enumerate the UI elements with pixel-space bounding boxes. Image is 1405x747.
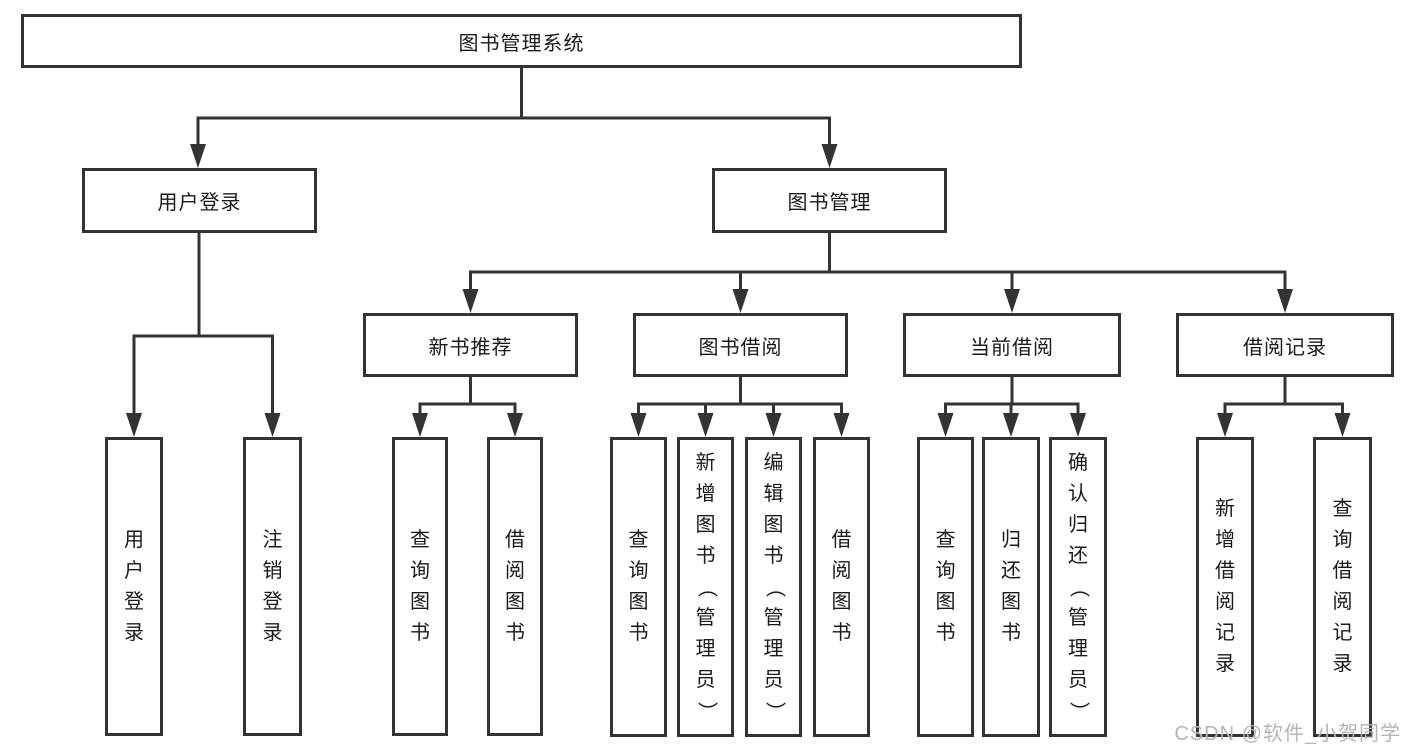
arrow-icon	[1004, 289, 1020, 313]
node-borrow-records: 借阅记录	[1176, 313, 1394, 377]
node-book-borrow: 图书借阅	[633, 313, 848, 377]
arrow-icon	[1003, 413, 1019, 437]
node-leaf-borrow-book: 借阅图书	[813, 437, 870, 737]
csdn-watermark: CSDN @软件_小贺同学	[1174, 723, 1401, 745]
arrow-icon	[462, 289, 479, 313]
node-current-borrow: 当前借阅	[903, 313, 1121, 377]
arrow-icon	[697, 413, 714, 437]
arrow-icon	[190, 144, 206, 168]
node-leaf-add-borrow-record: 新增借阅记录	[1196, 437, 1254, 737]
node-leaf-query-books-recommend: 查询图书	[392, 437, 448, 736]
node-new-book-recommend: 新书推荐	[363, 313, 578, 377]
arrow-icon	[264, 413, 281, 437]
arrow-icon	[937, 413, 954, 437]
arrow-icon	[765, 413, 782, 437]
arrow-icon	[1334, 413, 1351, 437]
node-leaf-add-book-admin: 新增图书（管理员）	[677, 437, 734, 737]
node-leaf-query-books-borrow: 查询图书	[610, 437, 667, 737]
node-leaf-edit-book-admin: 编辑图书（管理员）	[745, 437, 802, 737]
node-user-login: 用户登录	[82, 168, 317, 233]
arrow-icon	[833, 413, 850, 437]
node-root-library-management-system: 图书管理系统	[21, 14, 1022, 68]
arrow-icon	[1217, 413, 1233, 437]
arrow-icon	[1277, 289, 1293, 313]
arrow-icon	[507, 413, 523, 437]
node-leaf-user-login: 用户登录	[105, 437, 163, 736]
node-leaf-borrow-books-recommend: 借阅图书	[487, 437, 543, 736]
arrow-icon	[126, 413, 142, 437]
arrow-icon	[630, 413, 647, 437]
arrow-icon	[732, 289, 749, 313]
arrow-icon	[412, 413, 428, 437]
node-leaf-return-book: 归还图书	[982, 437, 1040, 737]
arrow-icon	[1070, 413, 1086, 437]
node-leaf-logout: 注销登录	[243, 437, 302, 736]
node-leaf-query-borrow-record: 查询借阅记录	[1313, 437, 1372, 737]
node-leaf-confirm-return-admin: 确认归还（管理员）	[1049, 437, 1107, 737]
node-book-management: 图书管理	[712, 168, 947, 233]
node-leaf-query-books-current: 查询图书	[917, 437, 974, 737]
arrow-icon	[821, 144, 838, 168]
